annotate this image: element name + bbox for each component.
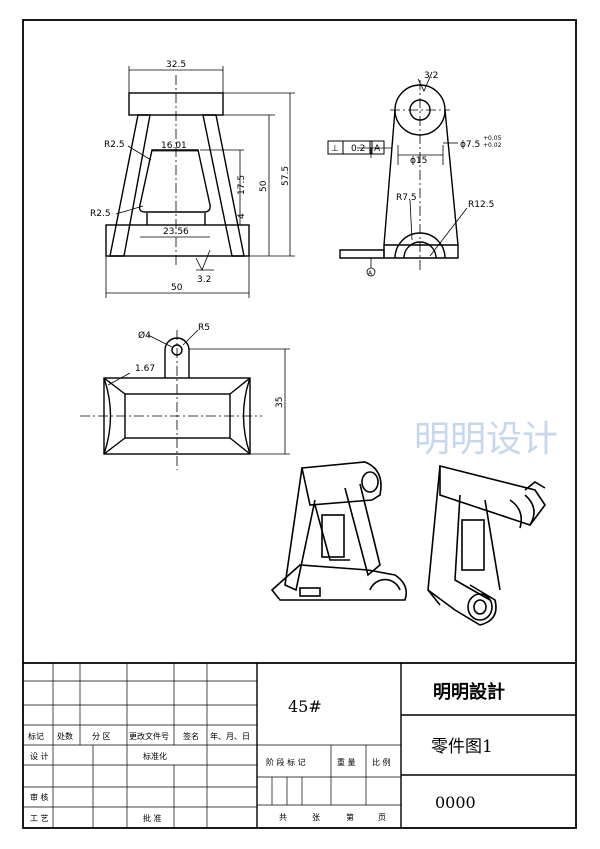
sheet-border — [22, 19, 577, 829]
top-view — [80, 329, 290, 470]
role-design: 设 计 — [30, 751, 49, 761]
stage-header-mark: 阶 段 标 记 — [266, 757, 306, 767]
sheet-total-label: 共 — [279, 813, 287, 822]
dim-gap-4: 4 — [237, 213, 247, 219]
rev-header-count: 处数 — [57, 731, 73, 741]
title-block — [23, 662, 576, 828]
dim-hole: Ø4 — [138, 330, 151, 341]
role-approve: 批 准 — [143, 813, 162, 823]
dim-bore-tol-upper: +0.05 — [483, 135, 502, 142]
sheet-number-label: 第 — [346, 812, 354, 822]
dim-window-17-5: 17.5 — [237, 175, 247, 195]
dim-bore: ϕ7.5 — [460, 140, 480, 150]
isometric-view-right — [427, 464, 546, 626]
stage-header-scale: 比 例 — [372, 757, 391, 767]
title-block-text: 45# 明明設計 零件图1 0000 标记 处数 分 区 更改文件号 签名 年、… — [28, 681, 505, 823]
dim-chamfer: 1.67 — [135, 364, 155, 374]
top-view-dims: Ø4 R5 1.67 35 — [135, 323, 285, 408]
dim-inner-bottom: 23.56 — [163, 227, 189, 237]
front-view — [105, 66, 295, 298]
gdt-symbol: ⊥ — [331, 144, 339, 154]
role-standard: 标准化 — [143, 751, 167, 761]
gdt-datum: A — [374, 144, 381, 154]
watermark: 明明设计 — [414, 419, 558, 460]
dim-radius-top-view: R5 — [198, 323, 210, 333]
dim-r-inner: R7.5 — [396, 193, 417, 203]
dim-roughness-front: 3.2 — [197, 275, 211, 285]
dim-bore-tol-lower: +0.02 — [483, 142, 502, 149]
dim-r-outer: R12.5 — [468, 200, 494, 210]
company-name: 明明設計 — [433, 681, 505, 703]
isometric-view-left — [270, 461, 408, 601]
drawing-number: 0000 — [435, 793, 476, 812]
dim-inner-top: 16.01 — [161, 141, 187, 151]
rev-header-file: 更改文件号 — [129, 731, 169, 741]
dim-roughness-side: 3.2 — [424, 71, 438, 81]
dim-height-50: 50 — [259, 180, 269, 192]
sheet-sheets-label: 张 — [312, 813, 320, 822]
rev-header-mark: 标记 — [28, 731, 44, 741]
dim-base-width: 50 — [171, 283, 183, 293]
rev-header-zone: 分 区 — [92, 732, 111, 741]
material: 45# — [288, 697, 322, 716]
rev-header-sign: 签名 — [183, 731, 199, 741]
front-view-dims: 32.5 16.01 23.56 50 R2.5 R2.5 3.2 50 57.… — [90, 60, 291, 293]
dim-radius-bottom: R2.5 — [90, 209, 111, 219]
side-view-dims: ⊥ 0.2 A 3.2 ϕ7.5 +0.05 +0.02 ϕ15 R7.5 R1… — [331, 71, 502, 277]
rev-header-date: 年、月、日 — [210, 731, 250, 741]
dim-radius-top: R2.5 — [104, 140, 125, 150]
role-process: 工 艺 — [30, 814, 49, 823]
role-review: 审 核 — [30, 792, 49, 802]
sheet-page-label: 页 — [378, 813, 386, 822]
stage-header-weight: 重 量 — [337, 757, 356, 767]
datum-label: A — [368, 270, 373, 277]
dim-height-57-5: 57.5 — [281, 166, 291, 186]
dim-height-35: 35 — [275, 397, 285, 408]
drawing-name: 零件图1 — [431, 737, 493, 757]
dim-boss: ϕ15 — [410, 156, 427, 166]
gdt-value: 0.2 — [351, 144, 365, 154]
dim-top-width: 32.5 — [166, 60, 186, 70]
side-view — [327, 71, 468, 277]
